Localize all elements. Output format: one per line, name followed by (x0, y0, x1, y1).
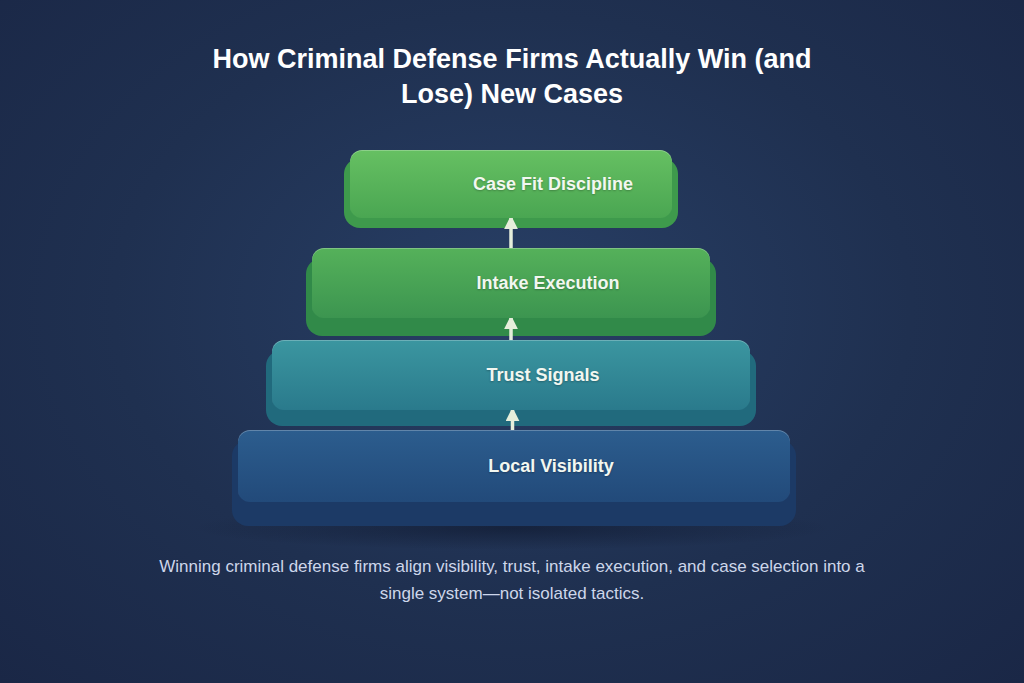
pyramid-layer: Case Fit Discipline (350, 150, 672, 218)
diagram-title: How Criminal Defense Firms Actually Win … (212, 42, 812, 112)
pyramid-layer: Intake Execution (312, 248, 710, 318)
up-arrow (509, 318, 513, 340)
pyramid-layer: Local Visibility (238, 430, 790, 502)
pyramid-layer: Trust Signals (272, 340, 750, 410)
diagram-caption: Winning criminal defense firms align vis… (142, 553, 882, 607)
up-arrow (509, 218, 513, 248)
layer-label: Case Fit Discipline (473, 173, 633, 195)
layer-label: Trust Signals (486, 364, 599, 386)
layer-label: Local Visibility (488, 455, 614, 477)
layer-label: Intake Execution (476, 272, 619, 294)
up-arrow (511, 410, 515, 430)
